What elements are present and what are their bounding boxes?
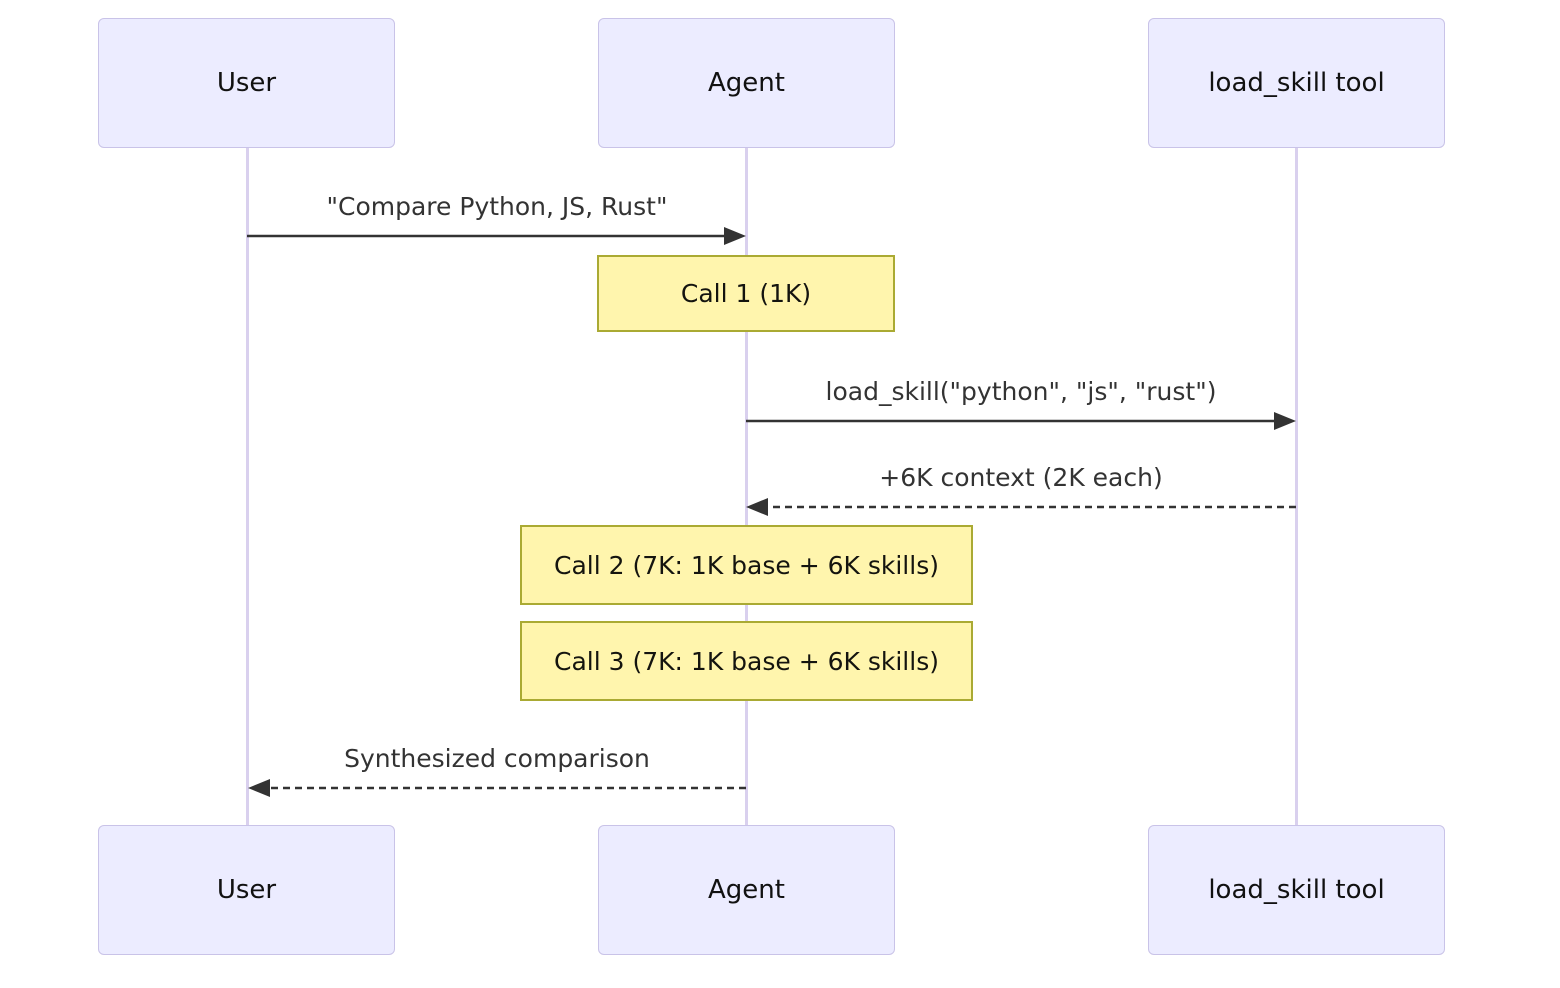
arrowhead-msg3: [746, 498, 768, 516]
note-call-3: Call 3 (7K: 1K base + 6K skills): [520, 621, 973, 701]
message-label-6k-context: +6K context (2K each): [879, 463, 1163, 492]
actor-label: Agent: [708, 875, 785, 905]
actor-bottom-agent: Agent: [598, 825, 895, 955]
actor-top-load-skill-tool: load_skill tool: [1148, 18, 1445, 148]
message-label-compare: "Compare Python, JS, Rust": [326, 192, 668, 221]
note-label: Call 1 (1K): [680, 279, 812, 308]
lifeline-load-skill-tool: [1294, 148, 1298, 826]
actor-label: load_skill tool: [1208, 875, 1385, 905]
actor-bottom-load-skill-tool: load_skill tool: [1148, 825, 1445, 955]
actor-top-agent: Agent: [598, 18, 895, 148]
note-label: Call 2 (7K: 1K base + 6K skills): [554, 550, 939, 580]
message-label-synthesized: Synthesized comparison: [344, 744, 650, 773]
arrowhead-msg2: [1274, 412, 1296, 430]
actor-top-user: User: [98, 18, 395, 148]
actor-bottom-user: User: [98, 825, 395, 955]
message-label-load-skill: load_skill("python", "js", "rust"): [825, 377, 1217, 406]
arrowhead-msg1: [724, 227, 746, 245]
note-label: Call 3 (7K: 1K base + 6K skills): [554, 646, 939, 676]
arrowhead-msg4: [248, 779, 270, 797]
actor-label: load_skill tool: [1208, 68, 1385, 98]
note-call-1: Call 1 (1K): [597, 255, 895, 332]
lifeline-user: [245, 148, 249, 826]
actor-label: Agent: [708, 68, 785, 98]
actor-label: User: [216, 875, 277, 905]
note-call-2: Call 2 (7K: 1K base + 6K skills): [520, 525, 973, 605]
actor-label: User: [216, 68, 277, 98]
lifeline-agent: [744, 148, 748, 826]
